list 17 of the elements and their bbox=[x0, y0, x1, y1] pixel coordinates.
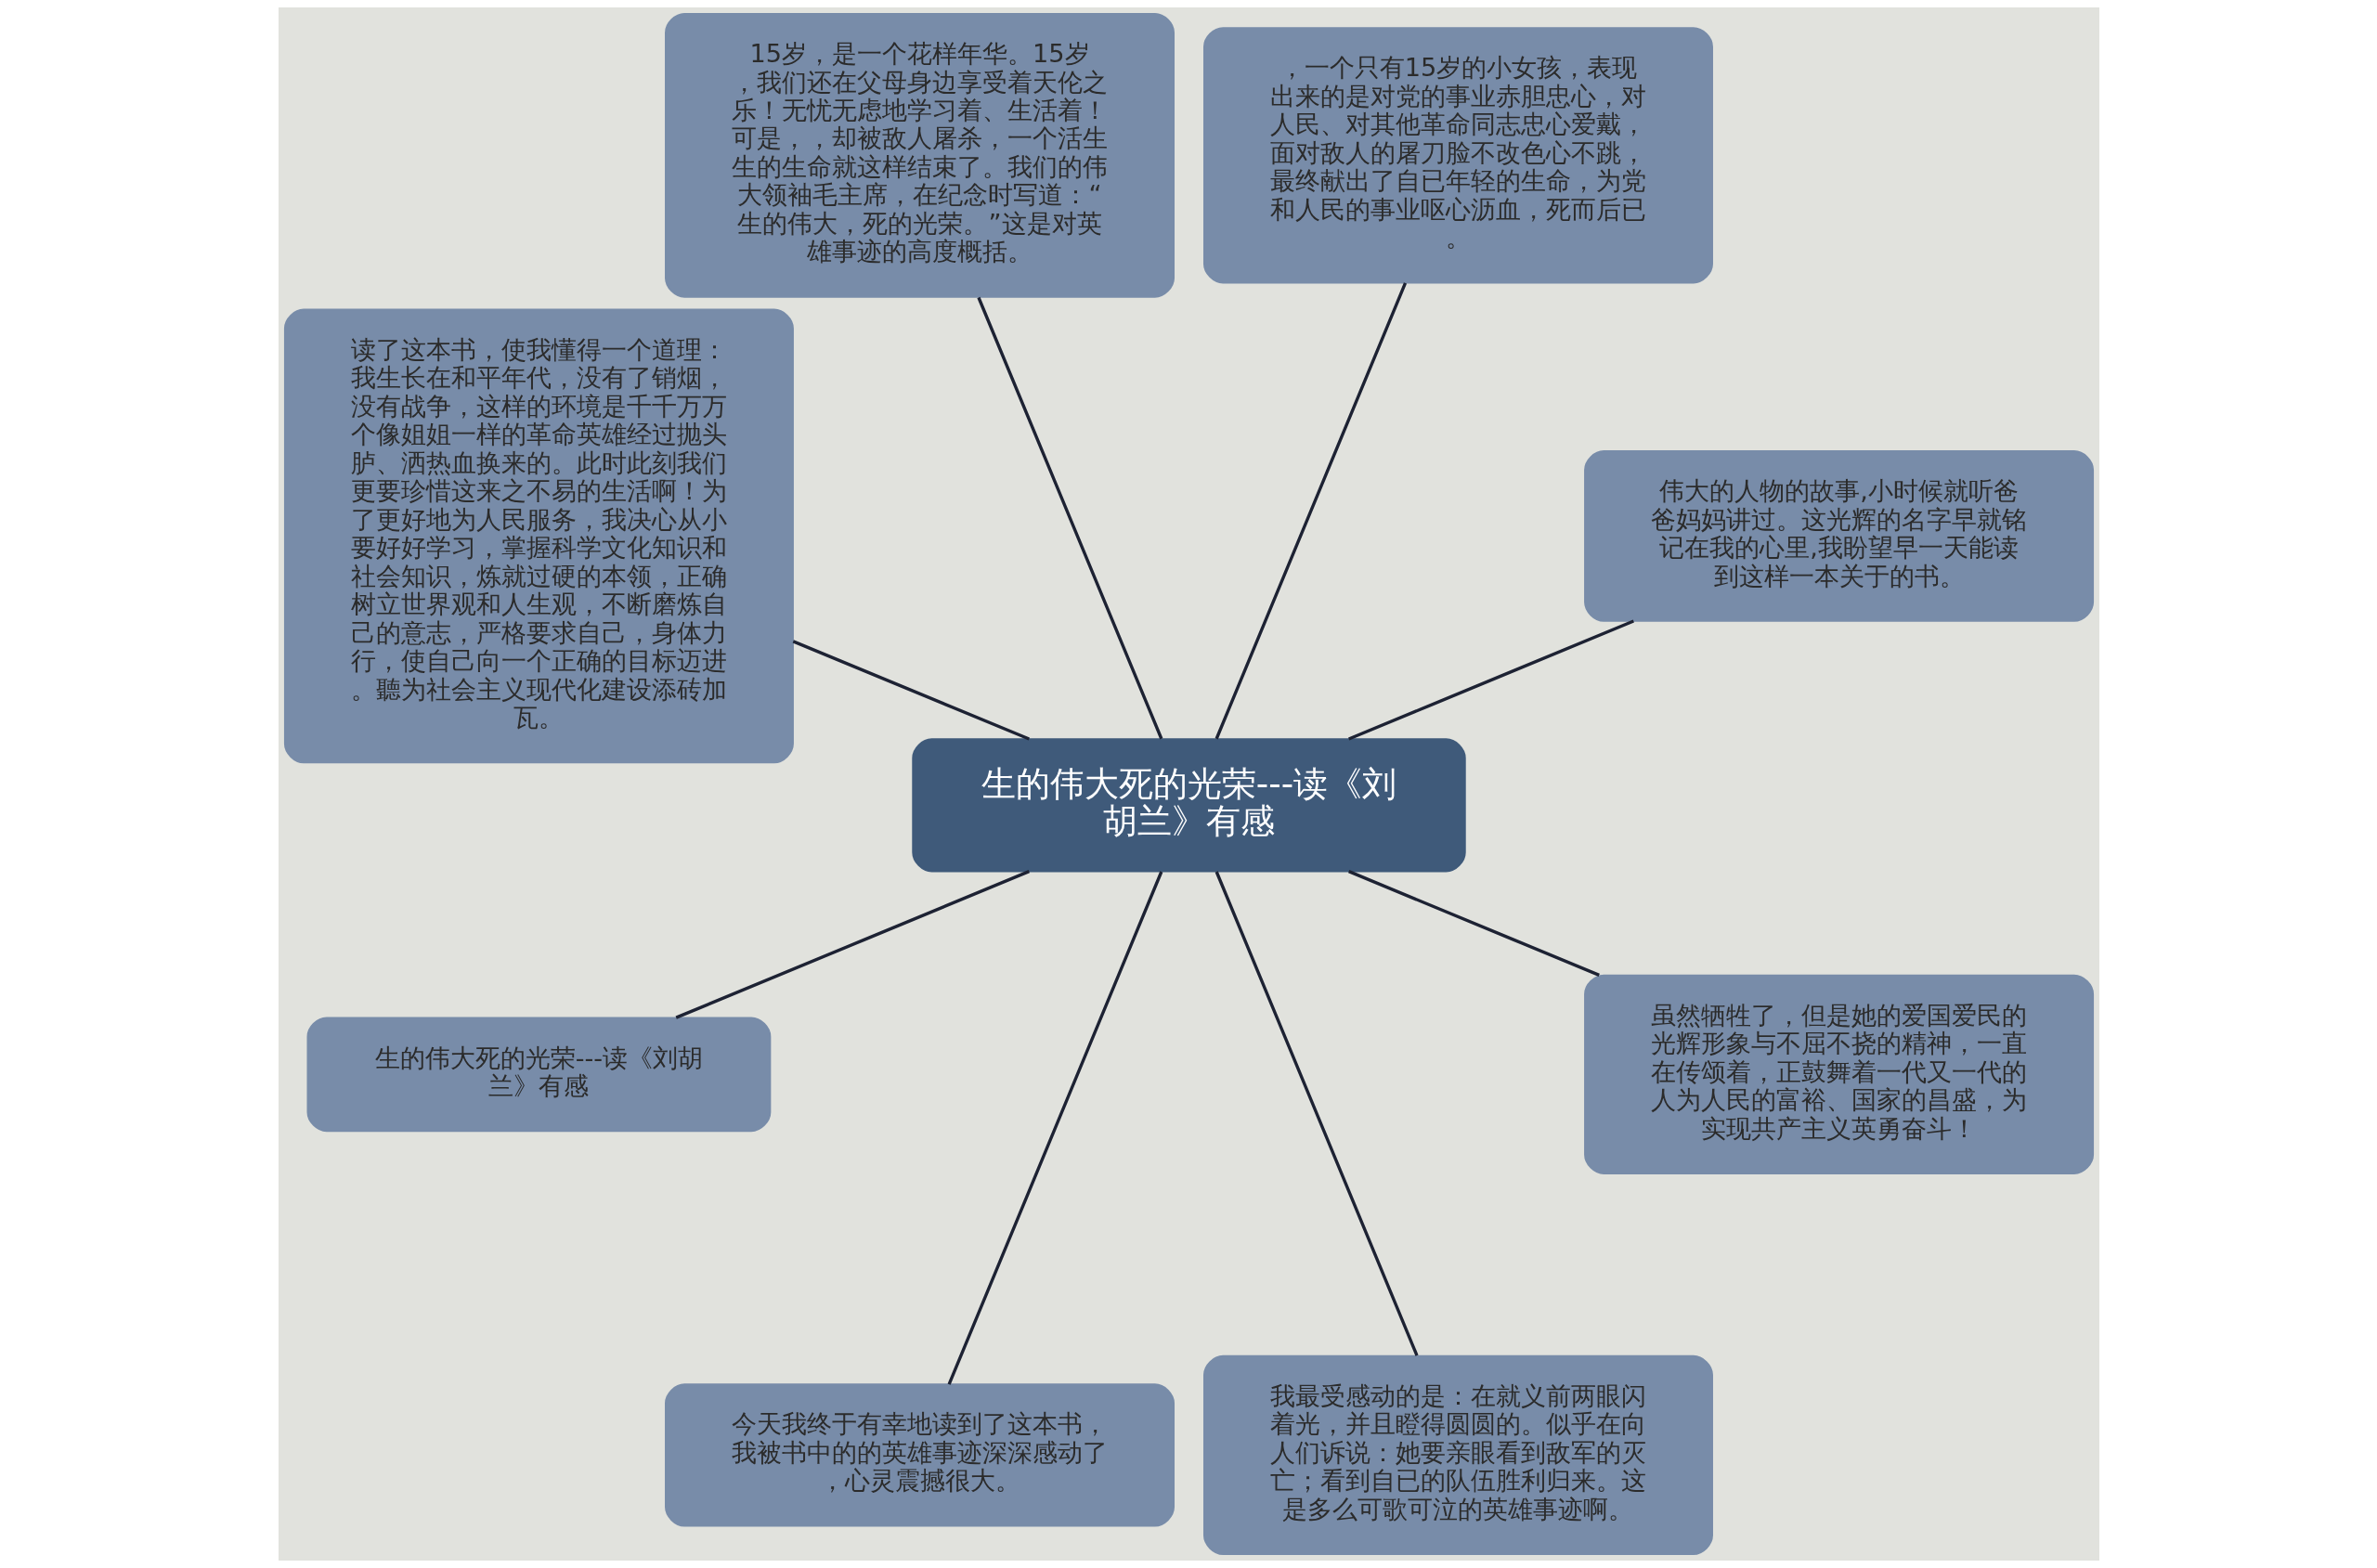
connector bbox=[1347, 870, 1600, 977]
connector bbox=[675, 870, 1030, 1019]
node-box: 生的伟大死的光荣---读《刘胡兰》有感 bbox=[911, 738, 1466, 873]
node-box: 伟大的人物的故事,小时候就听爸爸妈妈讲过。这光辉的名字早就铭记在我的心里,我盼望早一天能读到这样一本关于的书。 bbox=[1583, 450, 2094, 622]
node-box: 今天我终于有幸地读到了这本书，我被书中的的英雄事迹深深感动了，心灵震撼很大。 bbox=[664, 1383, 1175, 1527]
connector bbox=[947, 871, 1163, 1385]
connector bbox=[792, 640, 1030, 741]
node-box: 我最受感动的是：在就义前两眼闪着光，并且瞪得圆圆的。似乎在向人们诉说：她要亲眼看到敌军的灭亡；看到自已的队伍胜利归来。这是多么可歌可泣的英雄事迹啊。 bbox=[1202, 1354, 1713, 1556]
node-box: 生的伟大死的光荣---读《刘胡兰》有感 bbox=[306, 1017, 771, 1133]
node-box: 15岁，是一个花样年华。15岁，我们还在父母身边享受着天伦之乐！无忧无虑地学习着、生活着！可是，，却被敌人屠杀，一个活生生的生命就这样结束了。我们的伟大领袖毛主席，在纪念时写道：“生的伟大，死的光荣。”这是对英雄事迹的高度概括。 bbox=[664, 12, 1175, 298]
connector bbox=[1214, 871, 1419, 1356]
node-box: 读了这本书，使我懂得一个道理：我生长在和平年代，没有了销烟，没有战争，这样的环境是千千万万个像姐姐一样的革命英雄经过抛头胪、洒热血换来的。此时此刻我们更要珍惜这来之不易的生活啊！为了更好地为人民服务，我决心从小要好好学习，掌握科学文化知识和社会知识，炼就过硬的本领，正确树立世界观和人生观，不断磨炼自己的意志，严格要求自己，身体力行，使自己向一个正确的目标迈进。聽为社会主义现代化建设添砖加瓦。 bbox=[283, 308, 794, 764]
node-box: ，一个只有15岁的小女孩，表现出来的是对党的事业赤胆忠心，对人民、对其他革命同志忠心爱戴，面对敌人的屠刀脸不改色心不跳，最终献出了自已年轻的生命，为党和人民的事业呕心沥血，死而后已。 bbox=[1202, 27, 1713, 284]
connector bbox=[1347, 619, 1634, 741]
connector bbox=[976, 296, 1163, 740]
node-box: 虽然牺牲了，但是她的爱国爱民的光辉形象与不屈不挠的精神，一直在传颂着，正鼓舞着一代又一代的人为人民的富裕、国家的昌盛，为实现共产主义英勇奋斗！ bbox=[1583, 974, 2094, 1174]
connector bbox=[1214, 282, 1407, 740]
